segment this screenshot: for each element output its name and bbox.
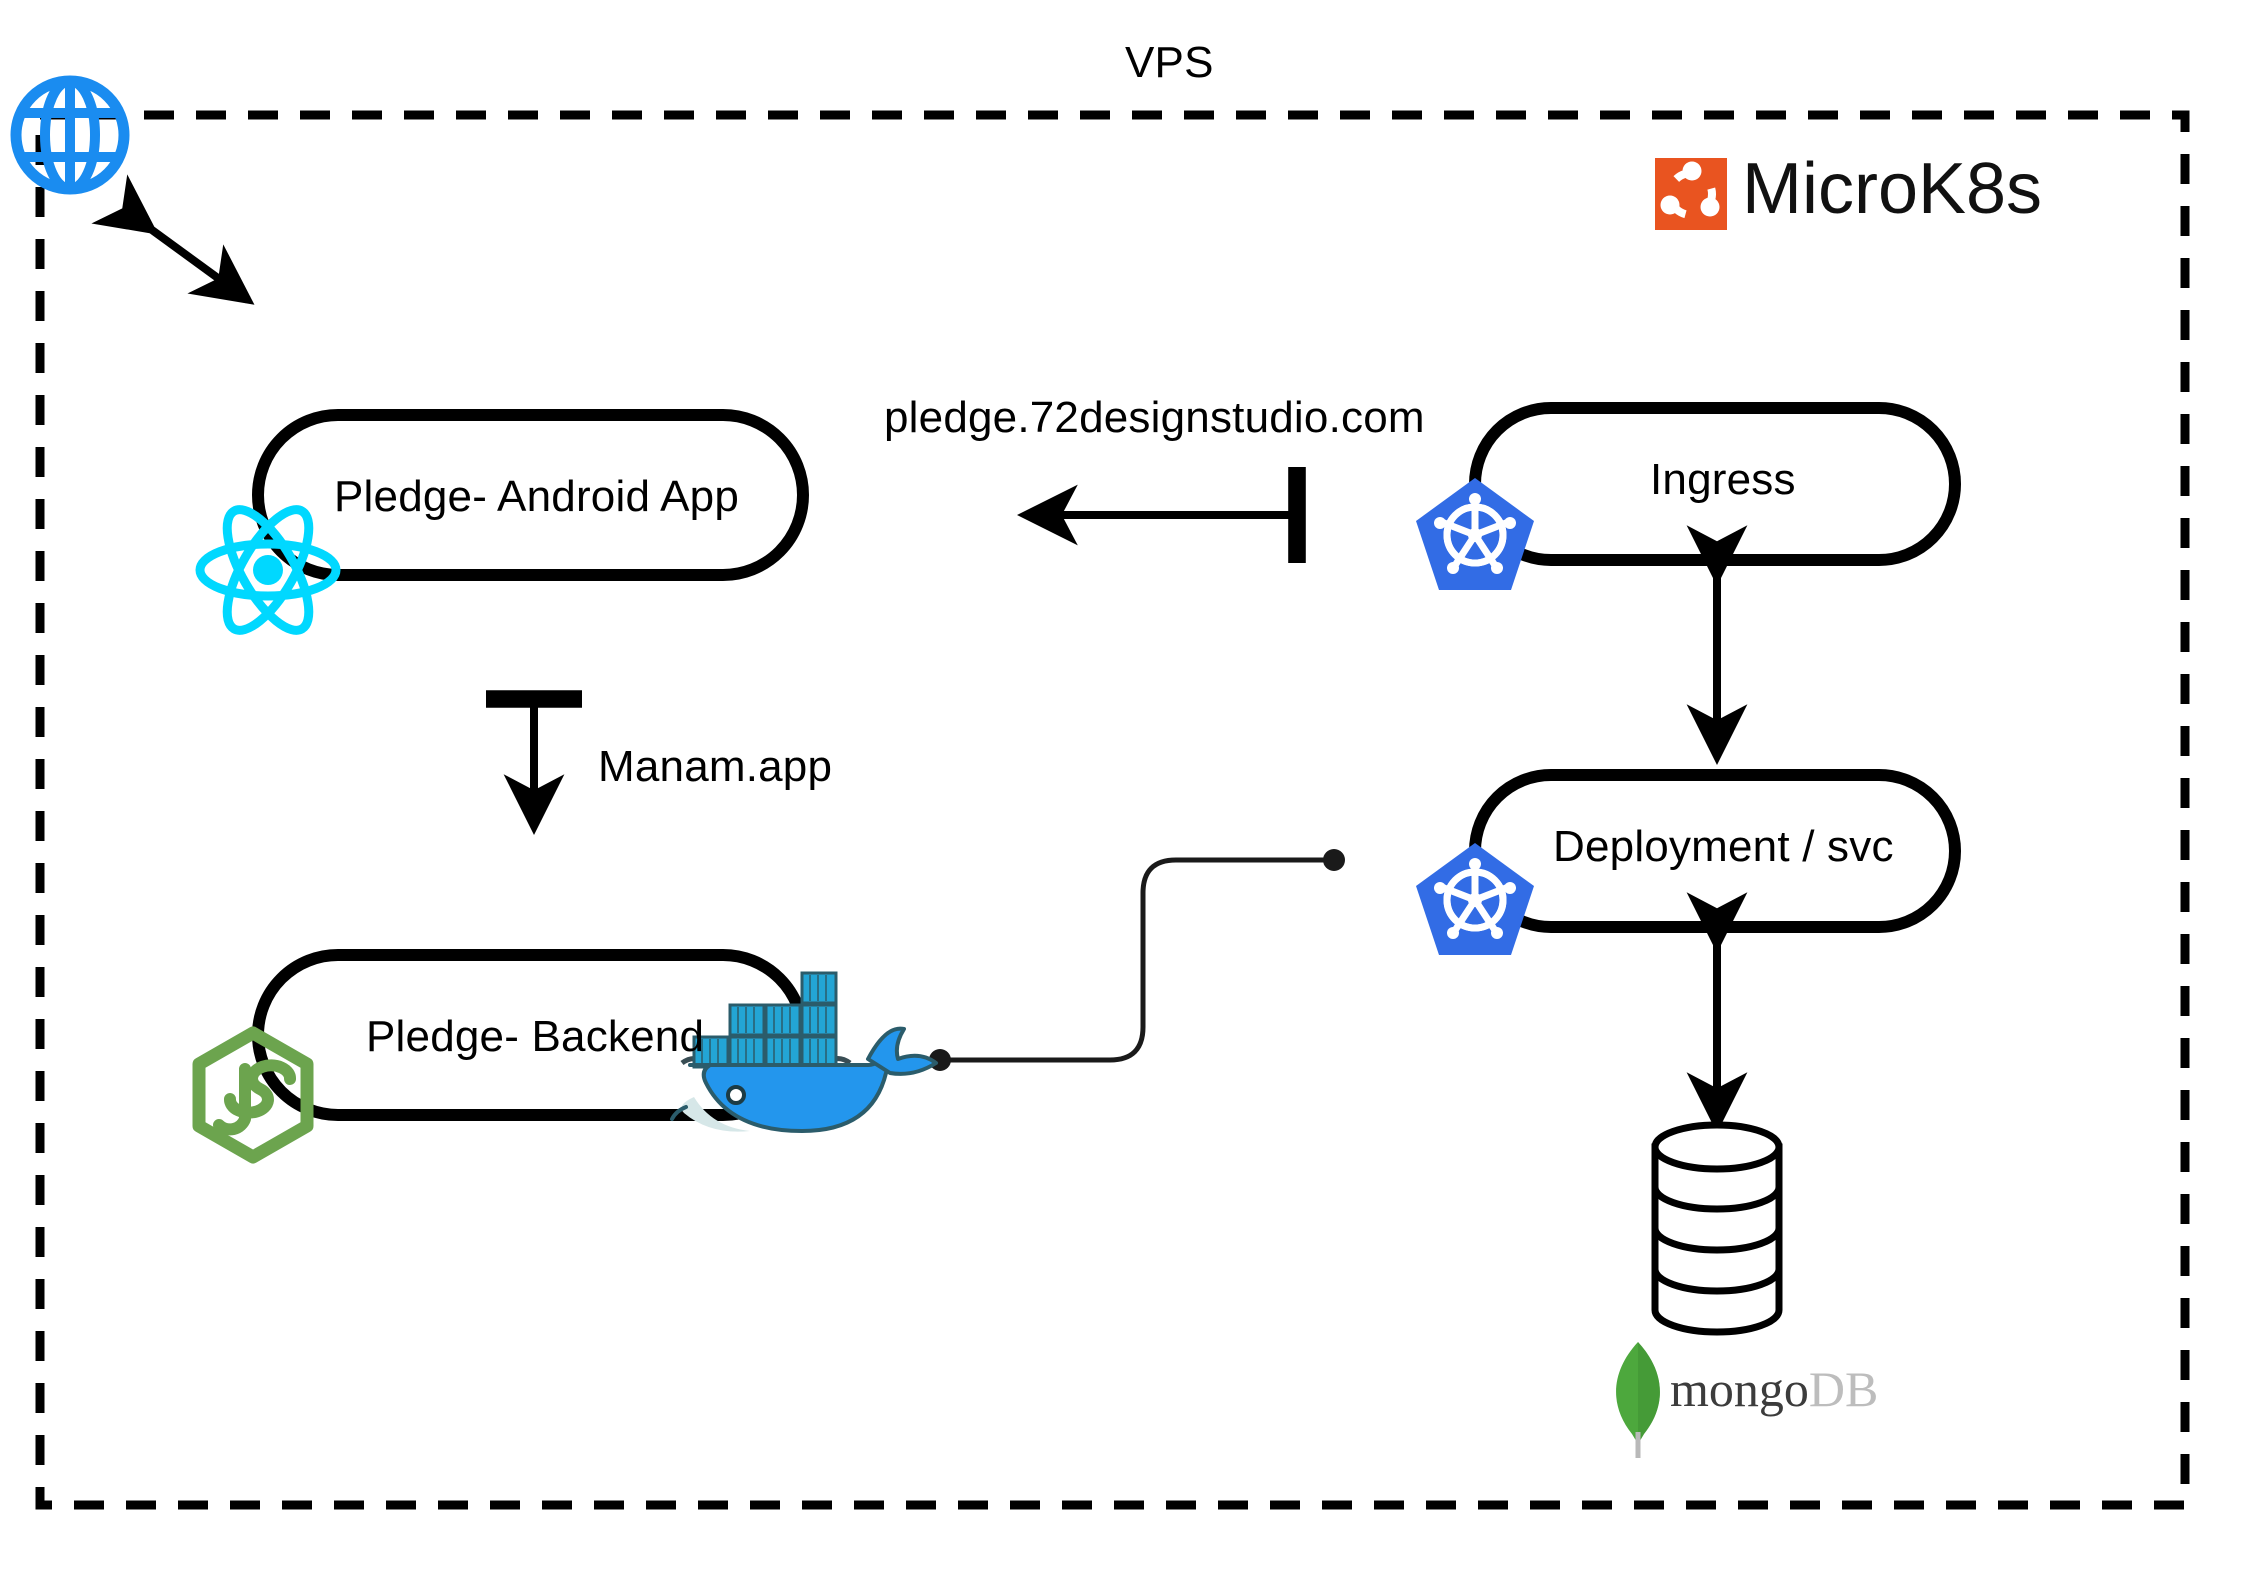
connector-endpoint-end bbox=[1323, 849, 1345, 871]
mongodb-leaf-icon bbox=[1616, 1342, 1660, 1458]
docker-icon bbox=[670, 971, 938, 1133]
database-cylinder-icon bbox=[1651, 1121, 1783, 1336]
kubernetes-icon bbox=[1416, 478, 1534, 590]
android-node-shape bbox=[252, 409, 809, 581]
ingress-node-label: Ingress bbox=[1650, 455, 1796, 504]
mongodb-word-db: DB bbox=[1808, 1361, 1879, 1417]
ubuntu-circle-of-friends-icon bbox=[1655, 158, 1727, 230]
backend-node-label: Pledge- Backend bbox=[366, 1012, 705, 1061]
manam-app-label: Manam.app bbox=[598, 742, 833, 791]
vps-boundary-label: VPS bbox=[1125, 38, 1214, 87]
android-node-label: Pledge- Android App bbox=[334, 472, 739, 521]
deployment-node-label: Deployment / svc bbox=[1553, 822, 1894, 871]
ingress-domain-label: pledge.72designstudio.com bbox=[884, 393, 1425, 442]
mongodb-word-mongo: mongo bbox=[1670, 1361, 1809, 1417]
react-icon bbox=[195, 505, 341, 635]
kubernetes-icon bbox=[1416, 843, 1534, 955]
microk8s-wordmark: MicroK8s bbox=[1742, 149, 2043, 229]
internet-link-arrow bbox=[91, 174, 255, 305]
docker-deployment-connector bbox=[939, 857, 1336, 1063]
globe-icon bbox=[10, 75, 130, 195]
mongodb-wordmark: mongoDB bbox=[1670, 1360, 1878, 1418]
nodejs-icon bbox=[192, 1026, 314, 1164]
